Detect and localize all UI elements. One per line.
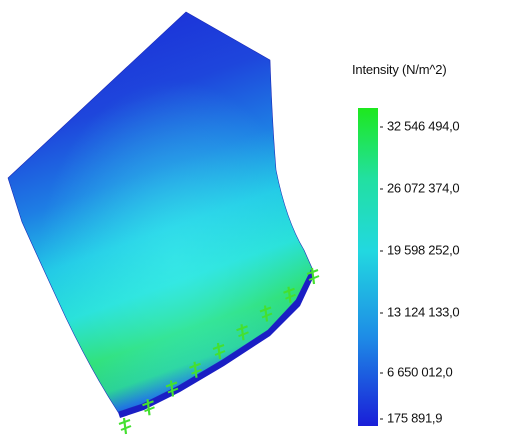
fixture-arrow: [259, 305, 273, 322]
colorbar: [358, 108, 378, 426]
fixture-arrow: [142, 399, 155, 416]
fixture-arrow: [165, 380, 179, 397]
legend-tick-1: 32 546 494,0: [380, 119, 460, 134]
fixture-markers: [118, 267, 320, 435]
legend-tick-3: 19 598 252,0: [380, 243, 460, 258]
fixture-arrow: [118, 417, 132, 435]
legend-tick-2: 26 072 374,0: [380, 181, 460, 196]
plate-highlight: [8, 12, 312, 412]
fixture-arrow: [212, 342, 226, 360]
fixture-arrow: [306, 267, 320, 285]
legend-tick-5: 6 650 012,0: [380, 365, 453, 380]
fixture-arrow: [283, 286, 296, 303]
fixture-arrow: [189, 361, 202, 378]
legend-title: Intensity (N/m^2): [352, 62, 447, 77]
fixture-arrow: [236, 324, 249, 341]
legend-tick-4: 13 124 133,0: [380, 305, 460, 320]
legend-tick-6: 175 891,9: [380, 411, 442, 426]
